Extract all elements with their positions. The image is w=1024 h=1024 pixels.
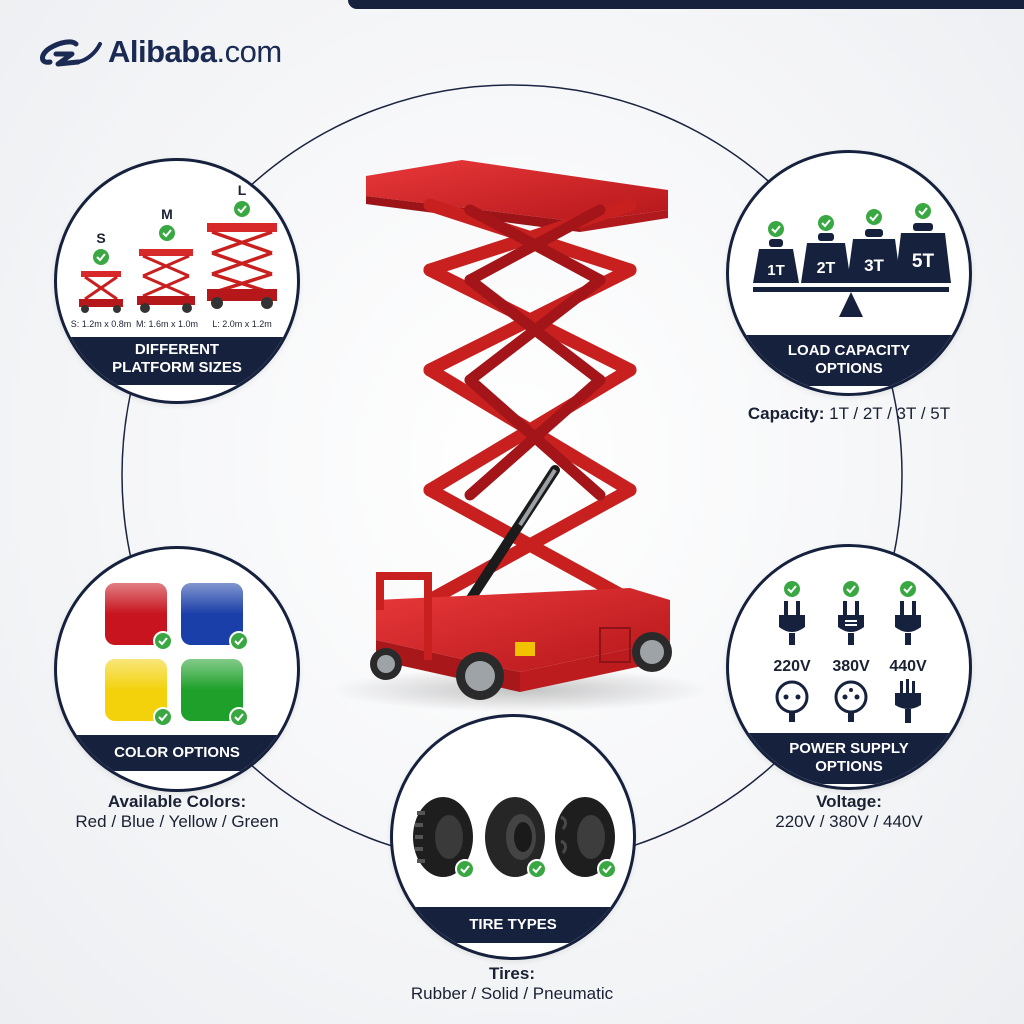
check-icon: [843, 581, 859, 597]
check-icon: [159, 225, 175, 241]
size-letter-l: L: [238, 182, 247, 198]
plug-440v-icon: [895, 601, 921, 645]
rubber-tire-icon: [413, 797, 473, 877]
caption-value: Rubber / Solid / Pneumatic: [410, 984, 614, 1003]
color-options-banner: COLOR OPTIONS: [57, 735, 297, 771]
check-icon: [784, 581, 800, 597]
socket-380v-icon: [834, 680, 868, 722]
check-icon: [597, 859, 617, 879]
balance-beam: [753, 287, 949, 292]
color-swatch-yellow[interactable]: [105, 659, 167, 721]
banner-line: OPTIONS: [815, 360, 883, 377]
weight-3t-icon: 3T: [847, 229, 901, 283]
size-dims-s: S: 1.2m x 0.8m: [71, 319, 132, 329]
platform-sizes-banner: DIFFERENT PLATFORM SIZES: [57, 337, 297, 385]
weight-label: 5T: [912, 251, 935, 272]
platform-size-m: [137, 249, 195, 313]
pneumatic-tire-icon: [555, 797, 615, 877]
solid-tire-icon: [485, 797, 545, 877]
size-dims-l: L: 2.0m x 1.2m: [212, 319, 272, 329]
logo-suffix: .com: [216, 34, 282, 69]
size-letter-m: M: [161, 206, 173, 222]
platform-sizes-badge: S M L S: 1.2m x 0.8m M: 1.6m x 1.0m L: 2…: [54, 158, 300, 404]
power-supply-caption: Voltage: 220V / 380V / 440V: [716, 792, 982, 832]
caption-label: Capacity:: [747, 404, 825, 423]
banner-line: LOAD CAPACITY: [787, 342, 911, 359]
color-swatch-blue[interactable]: [181, 583, 243, 645]
caption-label: Tires:: [489, 964, 535, 983]
alibaba-swoosh-icon: [40, 39, 102, 67]
check-icon: [93, 249, 109, 265]
top-accent-bar: [348, 0, 1024, 9]
caption-label: Available Colors:: [107, 792, 247, 811]
check-icon: [866, 209, 882, 225]
plug-industrial-icon: [895, 679, 921, 723]
load-capacity-badge: 1T 2T 3T 5T LOAD CAPACITY OPTIONS: [726, 150, 972, 396]
weight-2t-icon: 2T: [801, 233, 851, 283]
check-icon: [818, 215, 834, 231]
weight-label: 2T: [817, 260, 836, 277]
check-icon: [915, 203, 931, 219]
caption-label: Voltage:: [816, 792, 882, 811]
platform-size-l: [207, 223, 277, 309]
voltage-label: 380V: [832, 658, 870, 675]
banner-line: DIFFERENT: [134, 341, 220, 358]
alibaba-logo[interactable]: Alibaba.com: [38, 30, 282, 74]
load-capacity-caption: Capacity: 1T / 2T / 3T / 5T: [726, 404, 972, 424]
caption-value: Red / Blue / Yellow / Green: [75, 812, 279, 831]
tire-types-caption: Tires: Rubber / Solid / Pneumatic: [362, 964, 662, 1004]
color-swatch-red[interactable]: [105, 583, 167, 645]
weight-label: 1T: [767, 262, 785, 279]
weight-1t-icon: 1T: [753, 239, 799, 283]
plug-380v-icon: [838, 601, 864, 645]
weight-label: 3T: [864, 256, 884, 275]
logo-name: Alibaba: [108, 34, 217, 69]
check-icon: [768, 221, 784, 237]
banner-line: POWER SUPPLY: [789, 740, 909, 757]
check-icon: [153, 631, 173, 651]
check-icon: [455, 859, 475, 879]
check-icon: [234, 201, 250, 217]
voltage-label: 220V: [773, 658, 811, 675]
check-icon: [900, 581, 916, 597]
check-icon: [153, 707, 173, 727]
check-icon: [527, 859, 547, 879]
banner-line: OPTIONS: [815, 758, 883, 775]
check-icon: [229, 631, 249, 651]
banner-line: COLOR OPTIONS: [114, 744, 240, 761]
color-options-caption: Available Colors: Red / Blue / Yellow / …: [30, 792, 324, 832]
load-capacity-banner: LOAD CAPACITY OPTIONS: [729, 335, 969, 386]
size-dims-m: M: 1.6m x 1.0m: [136, 319, 198, 329]
tire-types-badge: TIRE TYPES: [390, 714, 636, 960]
tire-types-banner: TIRE TYPES: [393, 907, 633, 943]
power-supply-badge: 220V 380V 440V POWER SUPPLY OPTIONS: [726, 544, 972, 790]
voltage-label: 440V: [889, 658, 927, 675]
caption-value: 220V / 380V / 440V: [775, 812, 923, 831]
balance-fulcrum: [839, 292, 863, 317]
color-options-badge: COLOR OPTIONS: [54, 546, 300, 792]
socket-220v-icon: [775, 680, 809, 722]
platform-size-s: [79, 271, 123, 313]
power-supply-banner: POWER SUPPLY OPTIONS: [729, 733, 969, 784]
color-swatch-green[interactable]: [181, 659, 243, 721]
banner-line: PLATFORM SIZES: [112, 359, 242, 376]
size-letter-s: S: [96, 230, 105, 246]
caption-value: 1T / 2T / 3T / 5T: [829, 404, 951, 423]
weight-5t-icon: 5T: [895, 223, 951, 283]
plug-220v-icon: [779, 601, 805, 645]
check-icon: [229, 707, 249, 727]
banner-line: TIRE TYPES: [469, 916, 557, 933]
